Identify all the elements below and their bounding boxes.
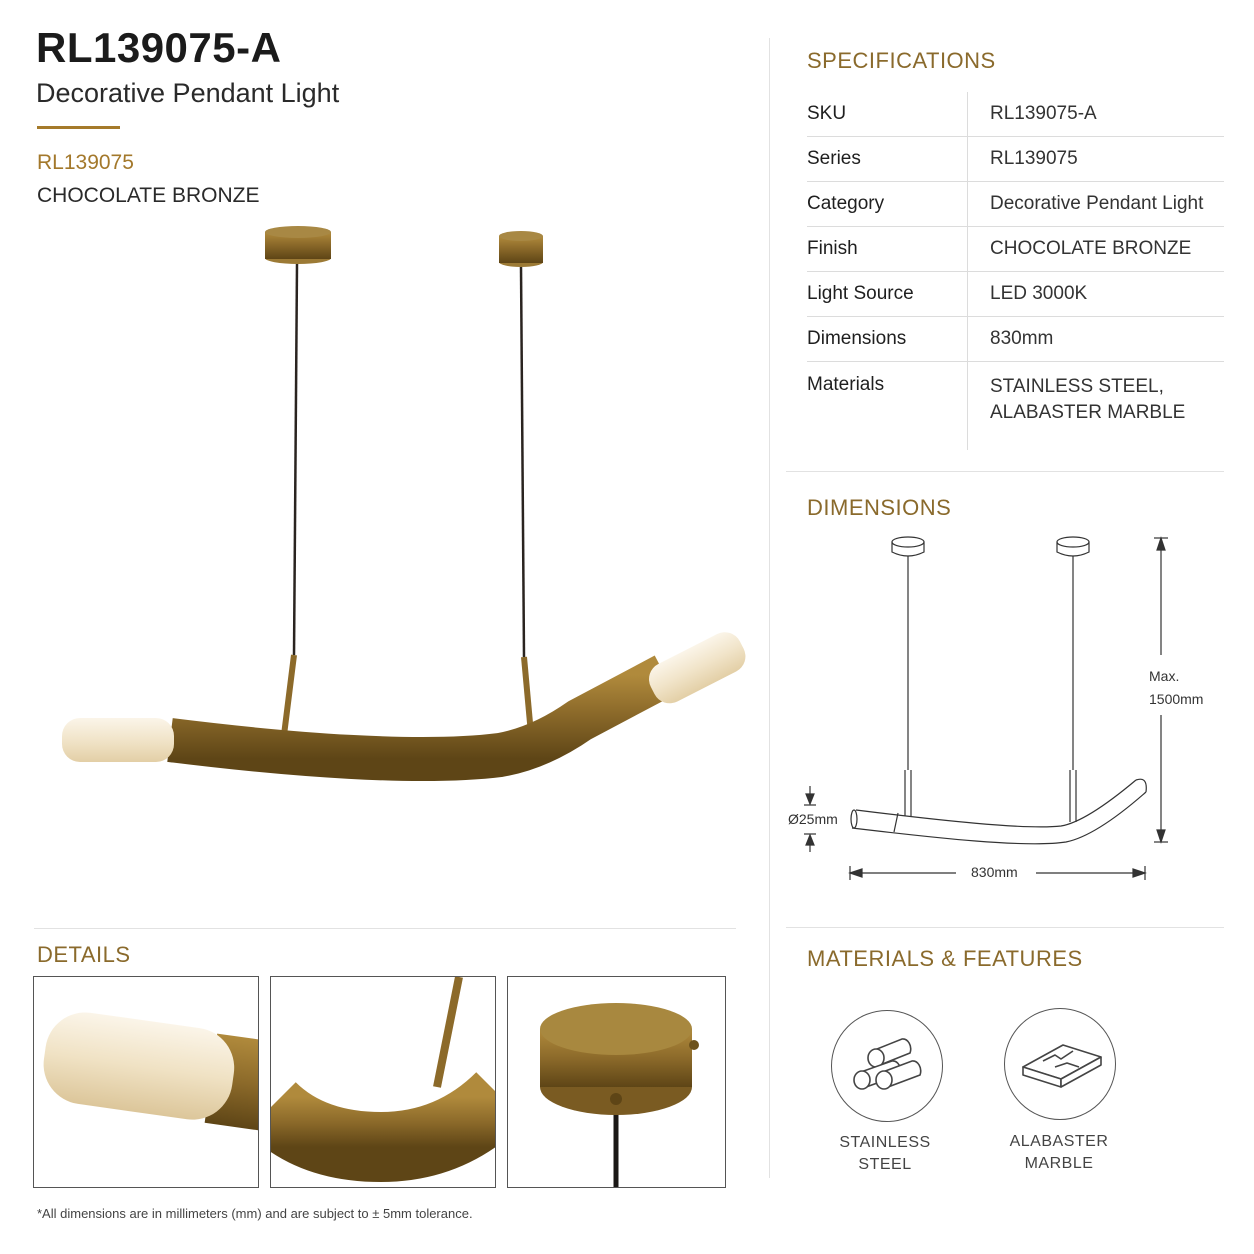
section-divider — [786, 927, 1224, 928]
marble-slab-icon — [1004, 1008, 1116, 1120]
height-label-value: 1500mm — [1149, 691, 1204, 707]
canopy-left — [265, 226, 331, 264]
material-label-line: STAINLESS — [839, 1134, 931, 1151]
bronze-tube — [167, 655, 676, 782]
spec-value: LED 3000K — [967, 271, 1224, 317]
diameter-label: Ø25mm — [788, 811, 838, 827]
alabaster-end-left — [62, 718, 174, 762]
steel-tubes-icon — [831, 1010, 943, 1122]
spec-value: CHOCOLATE BRONZE — [967, 226, 1224, 272]
dimensions-heading: DIMENSIONS — [807, 495, 952, 520]
details-heading: DETAILS — [37, 942, 131, 967]
rod-left — [281, 654, 297, 736]
accent-rule — [37, 126, 120, 129]
section-divider — [786, 471, 1224, 472]
spec-key: Series — [807, 136, 968, 182]
height-label-max: Max. — [1149, 668, 1180, 684]
spec-key: Category — [807, 181, 968, 227]
detail-image-alabaster-end — [33, 976, 259, 1188]
tolerance-footnote: *All dimensions are in millimeters (mm) … — [37, 1206, 473, 1221]
spec-value: RL139075-A — [967, 92, 1224, 137]
canopy-right — [499, 231, 543, 267]
spec-key: Finish — [807, 226, 968, 272]
dimension-drawing — [804, 536, 1168, 880]
detail-image-canopy — [507, 976, 726, 1188]
product-sku-title: RL139075-A — [36, 24, 282, 71]
material-label-line: MARBLE — [1024, 1155, 1094, 1172]
material-label-steel: STAINLESS STEEL — [815, 1132, 955, 1176]
product-subtitle: Decorative Pendant Light — [36, 78, 340, 108]
column-divider — [769, 38, 770, 1178]
product-finish: CHOCOLATE BRONZE — [37, 184, 260, 207]
alabaster-end-right — [648, 632, 746, 704]
spec-value-line: ALABASTER MARBLE — [990, 402, 1186, 423]
spec-value: Decorative Pendant Light — [967, 181, 1224, 227]
spec-key: Light Source — [807, 271, 968, 317]
product-image — [62, 226, 746, 782]
material-label-line: STEEL — [858, 1156, 912, 1173]
specifications-heading: SPECIFICATIONS — [807, 48, 996, 73]
spec-value-line: STAINLESS STEEL, — [990, 376, 1164, 397]
spec-value: 830mm — [967, 316, 1224, 362]
spec-value: RL139075 — [967, 136, 1224, 182]
spec-key: SKU — [807, 92, 968, 137]
section-divider — [34, 928, 736, 929]
materials-heading: MATERIALS & FEATURES — [807, 946, 1083, 971]
material-label-marble: ALABASTER MARBLE — [989, 1131, 1129, 1175]
detail-image-bend — [270, 976, 496, 1188]
table-row: Materials STAINLESS STEEL, ALABASTER MAR… — [807, 361, 1225, 451]
spec-key: Materials — [807, 361, 968, 450]
spec-value: STAINLESS STEEL, ALABASTER MARBLE — [968, 362, 1225, 451]
cable-left — [292, 263, 299, 656]
cable-right — [519, 266, 526, 658]
width-label: 830mm — [971, 864, 1018, 880]
material-label-line: ALABASTER — [1009, 1133, 1109, 1150]
product-series: RL139075 — [37, 151, 134, 174]
spec-key: Dimensions — [807, 316, 968, 362]
